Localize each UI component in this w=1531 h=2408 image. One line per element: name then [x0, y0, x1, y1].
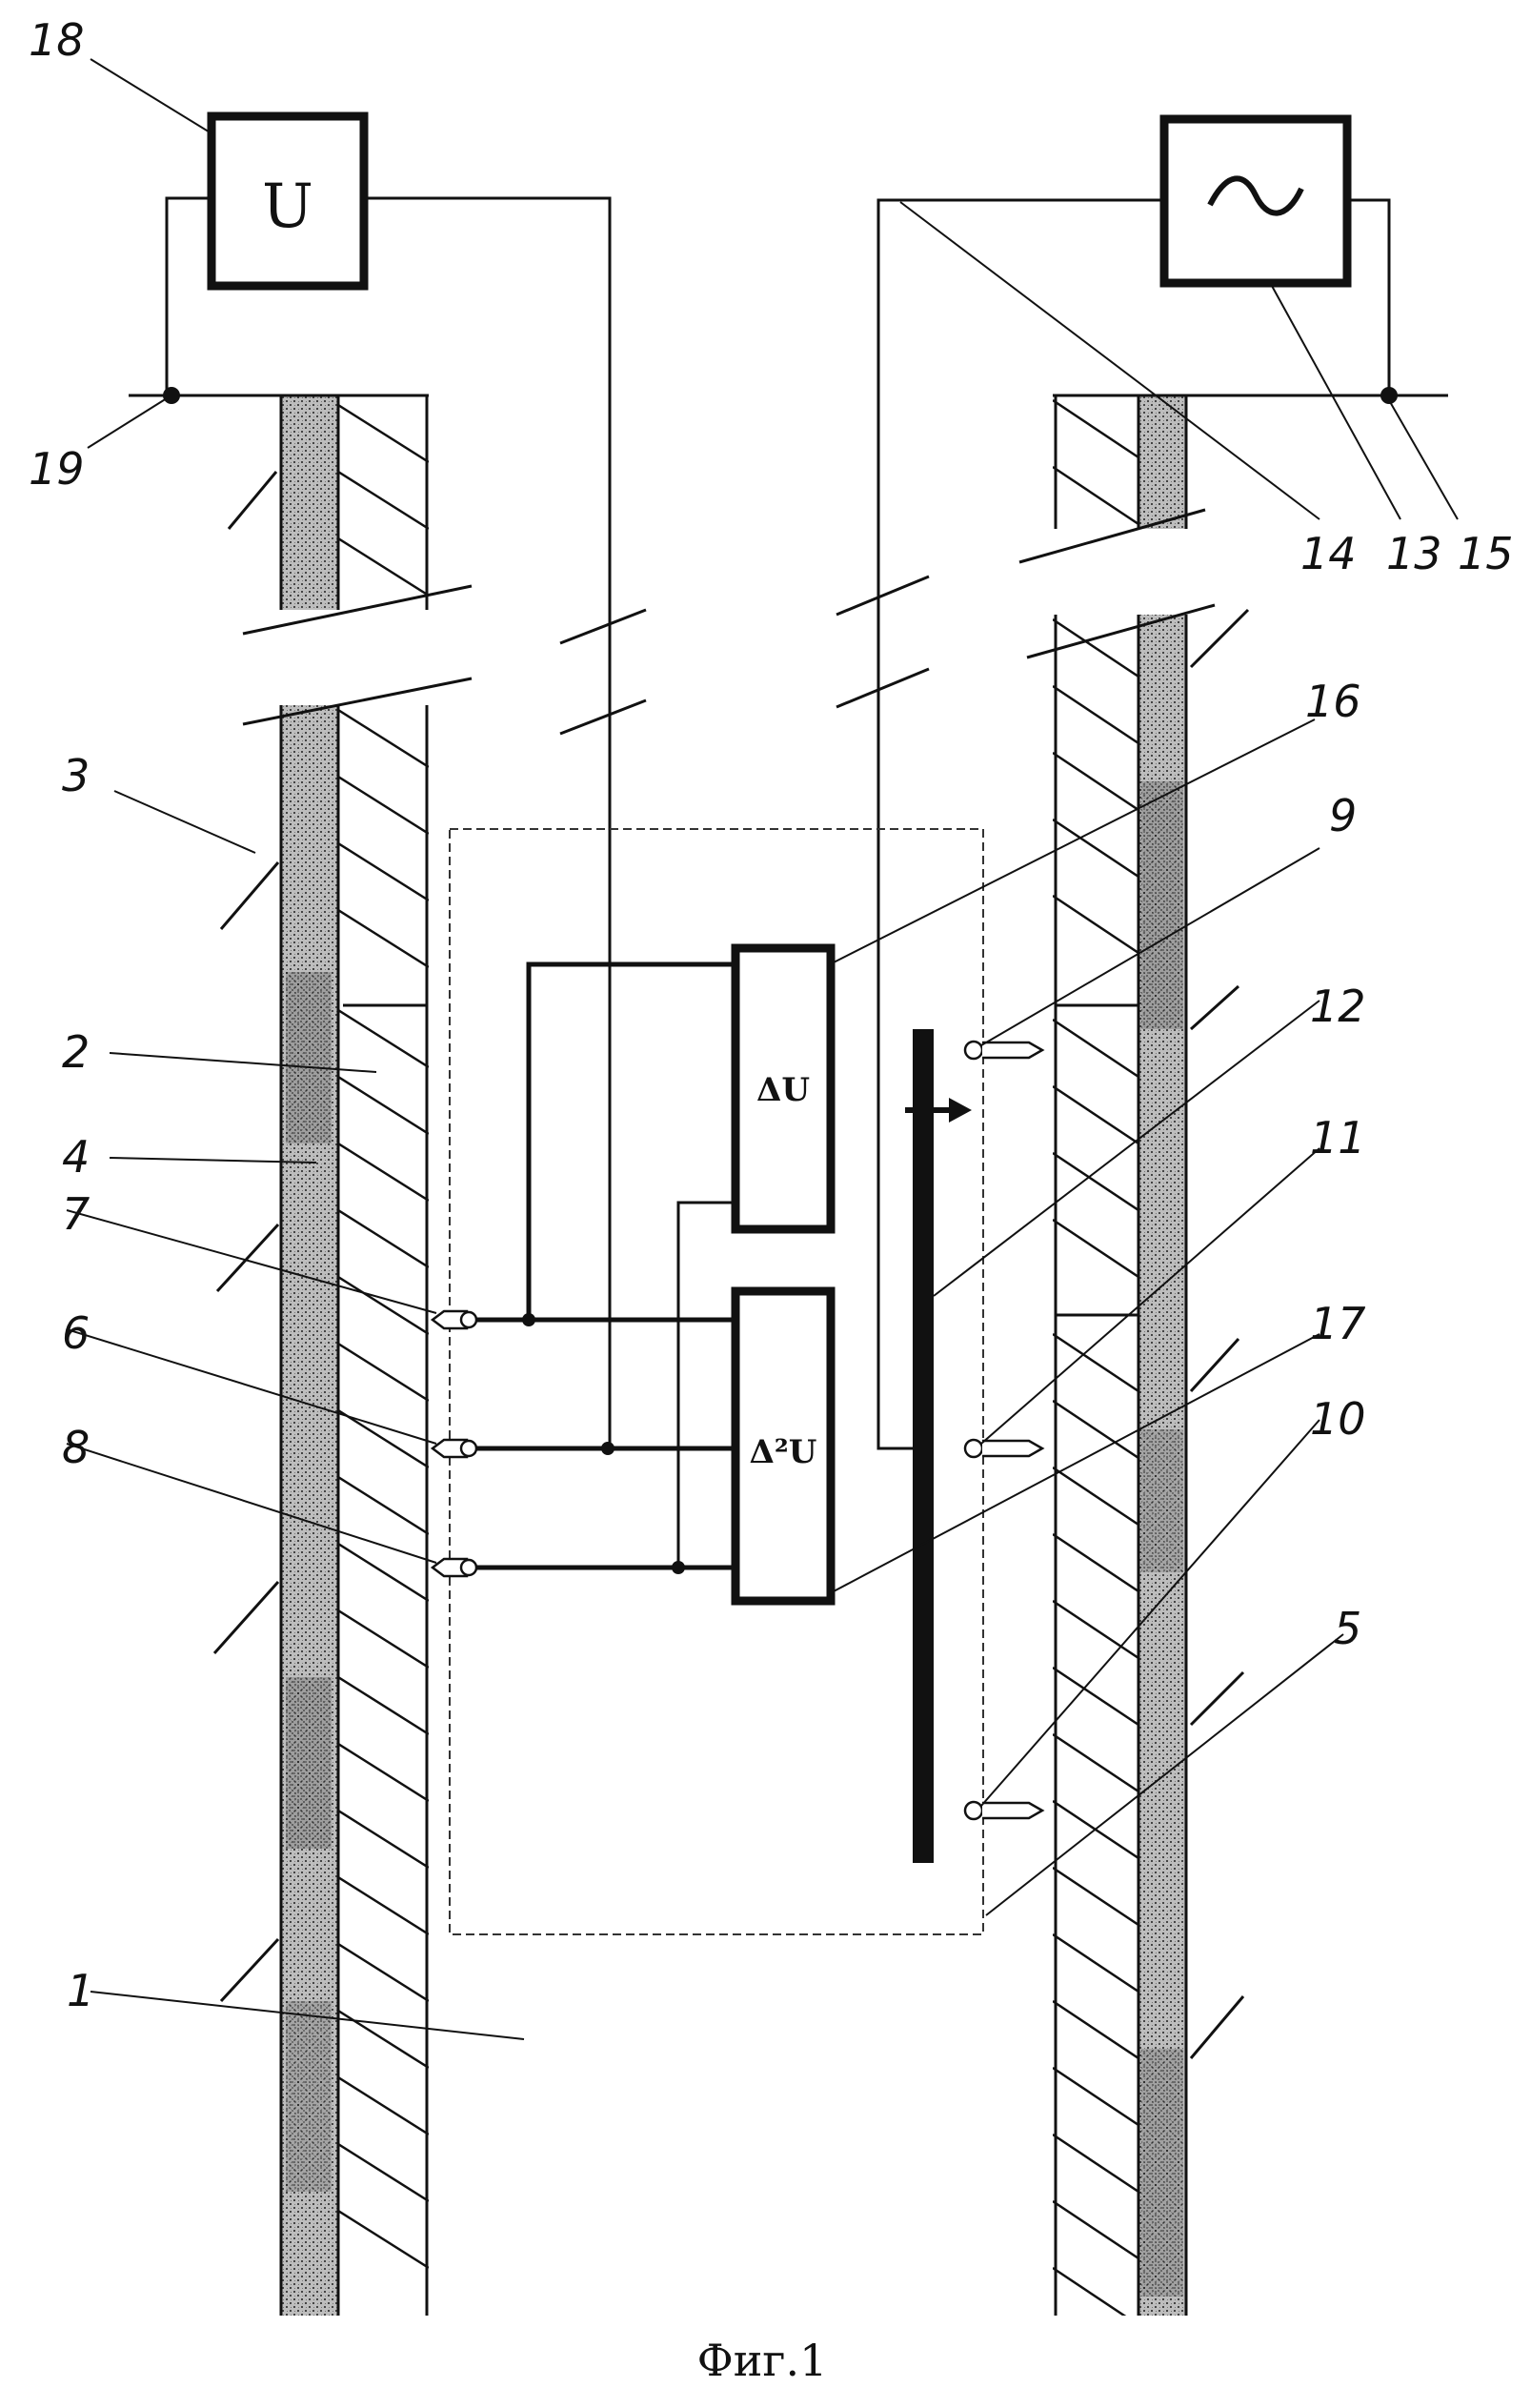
left-casing-wall	[214, 395, 429, 2316]
right-cement-upper	[1138, 395, 1186, 529]
label-18: 18	[29, 14, 85, 66]
electrode-7	[433, 1311, 476, 1328]
pressing-arm	[905, 1029, 972, 1863]
first-difference-label: ΔU	[756, 1071, 810, 1109]
label-2: 2	[62, 1026, 90, 1078]
left-casing-hatch-upper	[338, 405, 429, 596]
label-10: 10	[1310, 1393, 1366, 1445]
electrode-10	[965, 1802, 1042, 1819]
label-1: 1	[67, 1965, 94, 2016]
first-difference-block: ΔU	[735, 948, 831, 1229]
left-cement-upper	[281, 395, 338, 610]
label-3: 3	[62, 750, 90, 801]
label-12: 12	[1310, 981, 1366, 1032]
figure-caption: Фиг.1	[697, 2335, 828, 2386]
label-19: 19	[29, 443, 85, 495]
second-difference-block: Δ²U	[735, 1291, 831, 1601]
ground-node-19	[163, 387, 180, 404]
label-14: 14	[1300, 528, 1357, 579]
right-casing-hatch-upper	[1053, 400, 1138, 524]
tool-wiring	[467, 964, 735, 1574]
electrode-8	[433, 1559, 476, 1576]
label-9: 9	[1329, 790, 1357, 841]
voltmeter-label: U	[262, 172, 313, 242]
label-13: 13	[1386, 528, 1442, 579]
electrode-11	[965, 1440, 1042, 1457]
label-11: 11	[1310, 1112, 1366, 1164]
break-lines	[243, 510, 1215, 734]
second-difference-label: Δ²U	[750, 1433, 817, 1471]
label-5: 5	[1334, 1603, 1361, 1654]
electrode-6	[433, 1440, 476, 1457]
electrode-9	[965, 1042, 1042, 1059]
right-casing-hatch-lower	[1053, 619, 1138, 2325]
label-16: 16	[1305, 676, 1361, 727]
voltmeter-block: U	[163, 116, 610, 1453]
right-casing-wall	[1053, 395, 1248, 2325]
label-8: 8	[62, 1422, 90, 1473]
label-7: 7	[62, 1188, 90, 1240]
label-17: 17	[1310, 1298, 1366, 1349]
label-4: 4	[62, 1131, 90, 1183]
label-6: 6	[62, 1307, 90, 1359]
left-casing-hatch-lower	[338, 710, 429, 2268]
label-15: 15	[1458, 528, 1514, 579]
